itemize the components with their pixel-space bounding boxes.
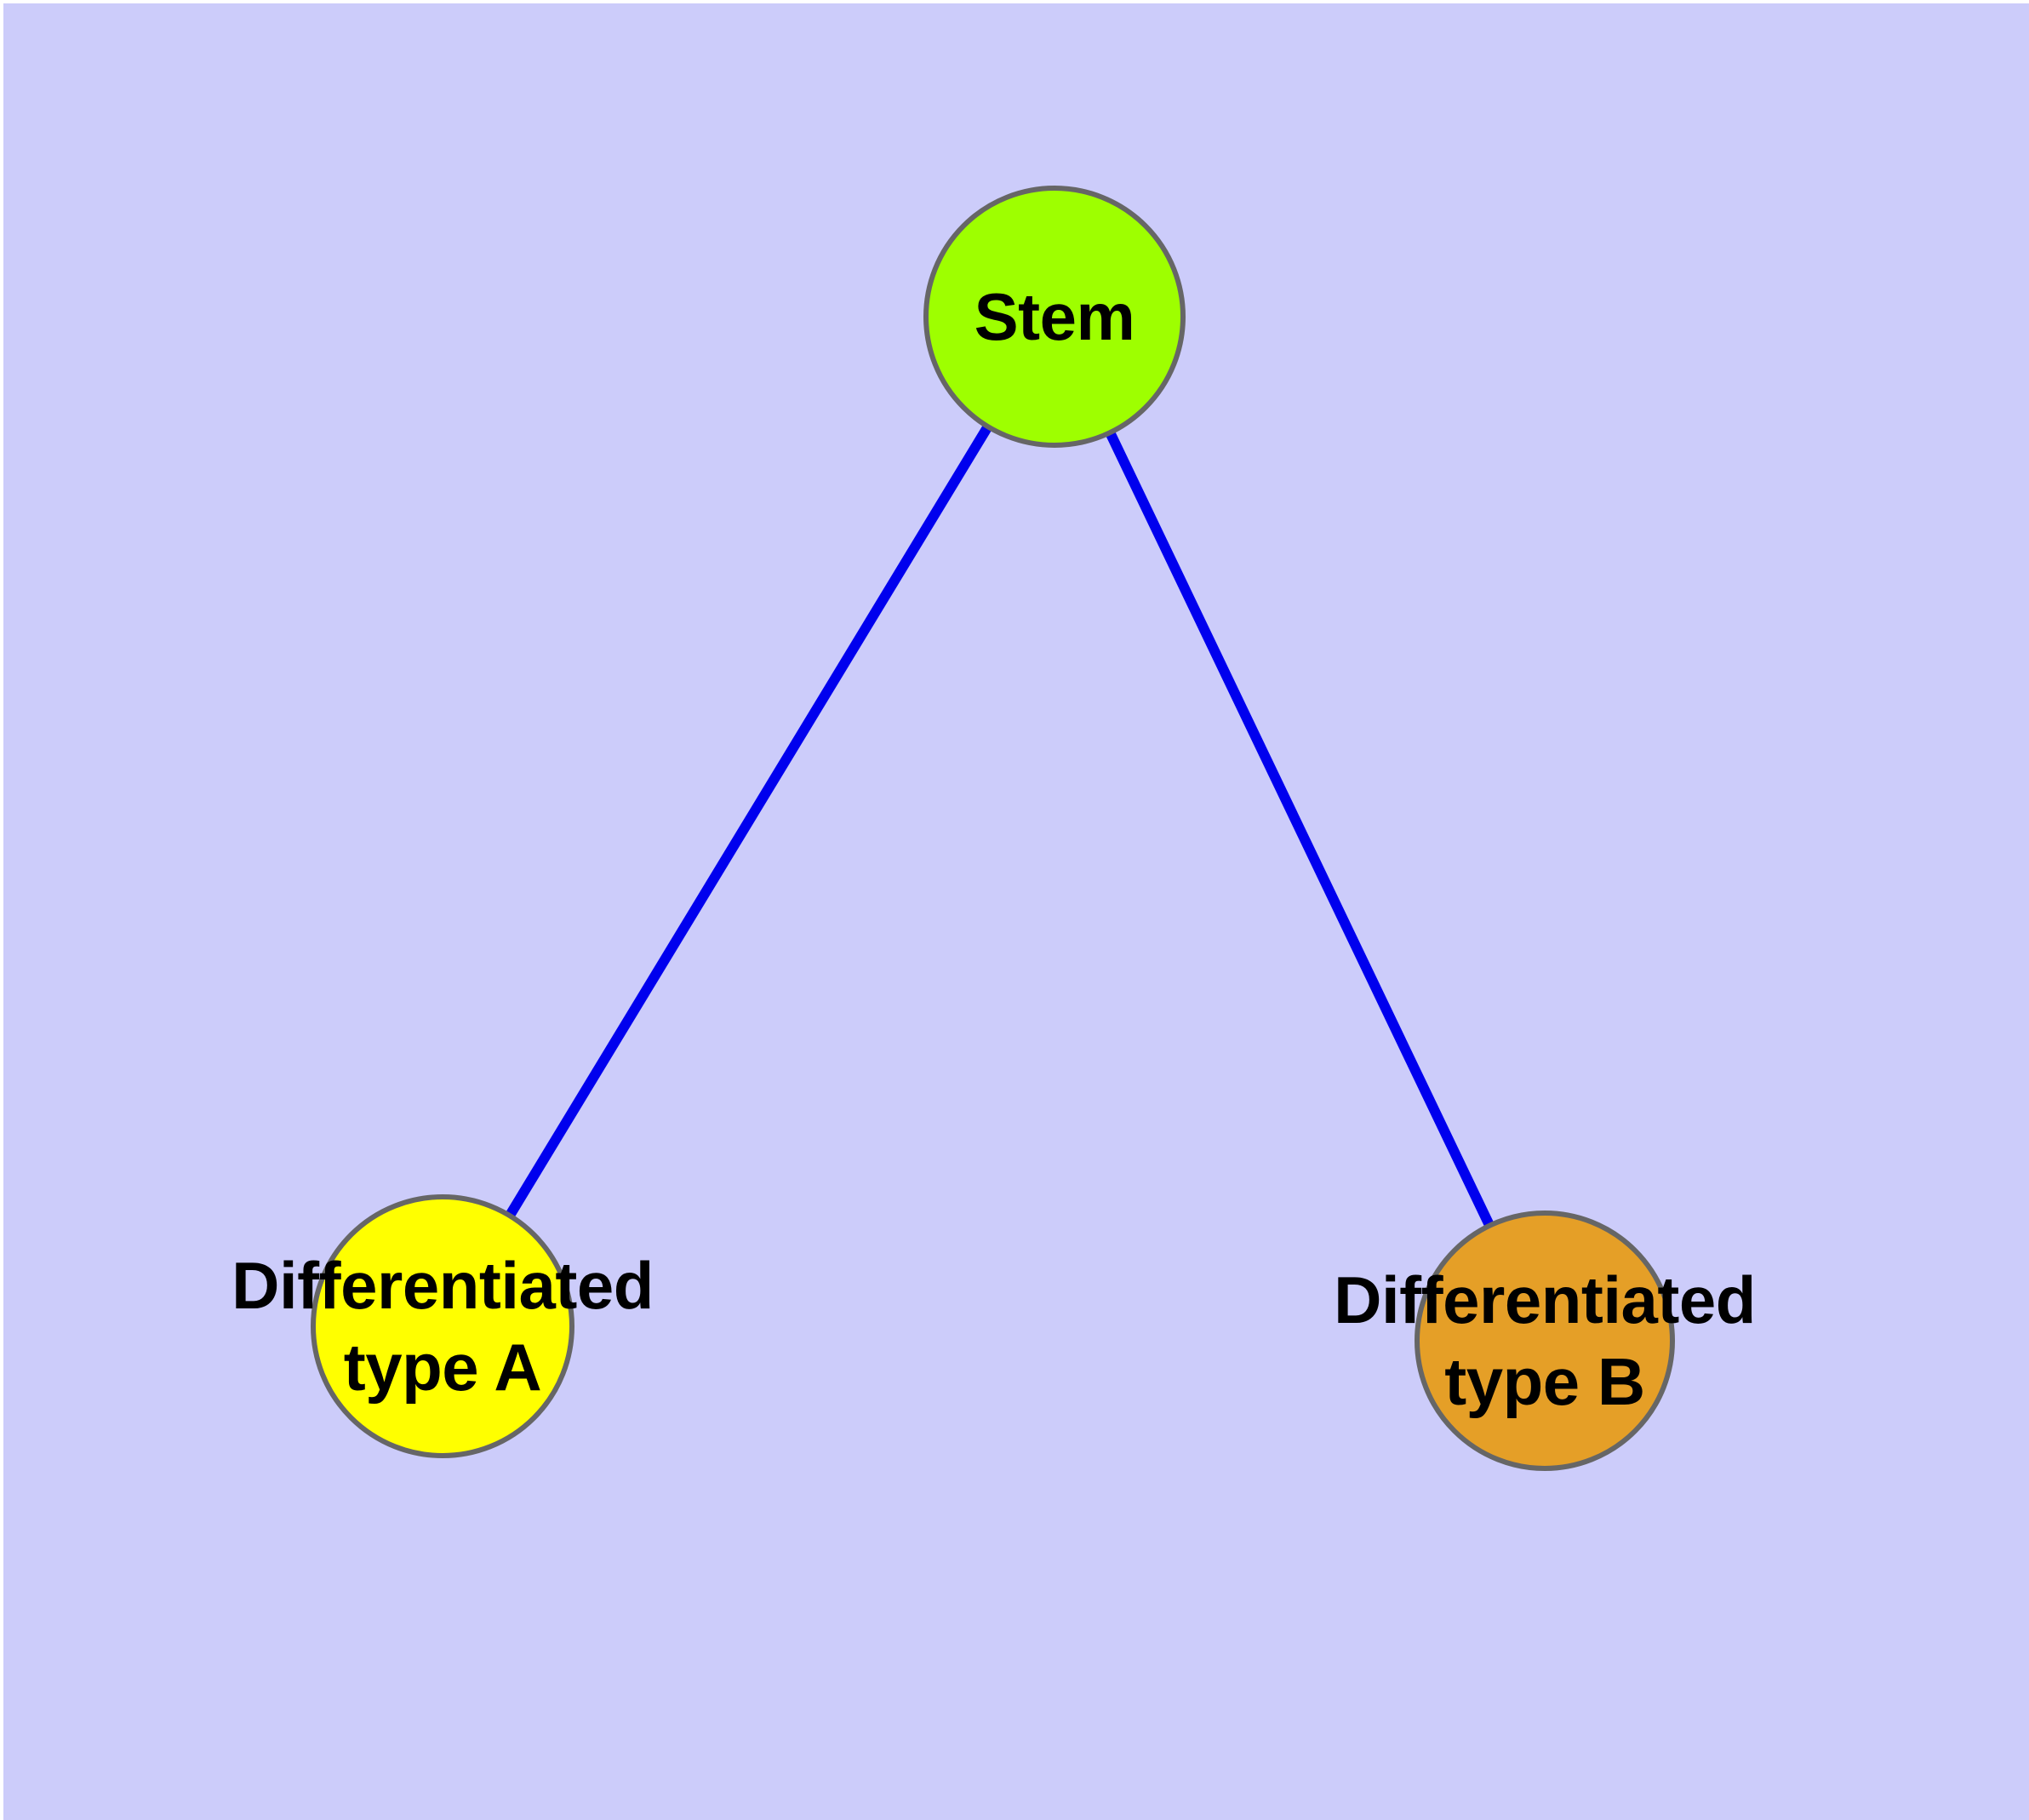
graph-edge-stem-diff_b [1104, 428, 1495, 1230]
graph-node-diff_b[interactable] [1415, 1210, 1675, 1471]
node-layer [311, 186, 1675, 1471]
graph-node-diff_a[interactable] [311, 1194, 574, 1458]
edge-layer [504, 422, 1495, 1230]
graph-edge-stem-diff_a [504, 422, 993, 1220]
graph-node-stem[interactable] [923, 186, 1186, 448]
